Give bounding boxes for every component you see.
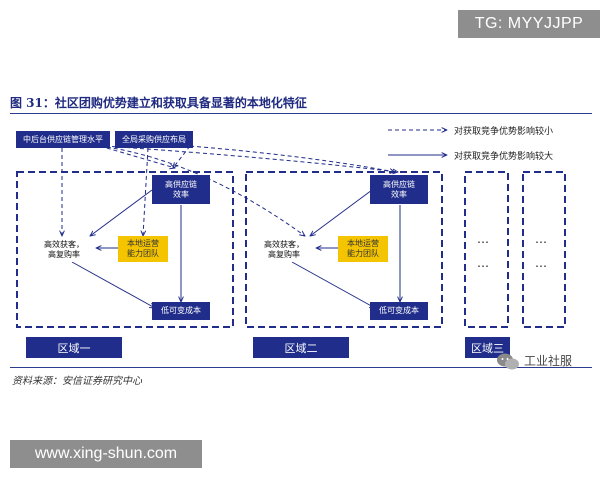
figure-title: 图 31：社区团购优势建立和获取具备显著的本地化特征 — [10, 96, 307, 110]
region-frame-4 — [522, 171, 566, 328]
region-frame-1 — [16, 171, 234, 328]
region4-ellipsis-1: … — [535, 232, 549, 246]
region-label-1: 区域一 — [26, 337, 122, 358]
region2-customer-acquisition: 高效获客， 高复购率 — [253, 237, 315, 262]
region-label-2: 区域二 — [253, 337, 349, 358]
factor-supply-chain-management: 中后台供应链管理水平 — [16, 131, 110, 148]
region2-low-variable-cost: 低可变成本 — [370, 302, 428, 320]
bottom-rule — [10, 367, 592, 368]
watermark-tg: TG: MYYJJPP — [458, 10, 600, 38]
region3-ellipsis-1: … — [477, 232, 491, 246]
wechat-icon — [497, 353, 519, 370]
dashed-influence-lines — [62, 145, 398, 236]
factor-global-procurement: 全局采购供应布局 — [115, 131, 193, 148]
source-note: 资料来源：安信证券研究中心 — [12, 376, 142, 387]
region-label-3: 区域三 — [465, 337, 510, 358]
region4-ellipsis-2: … — [535, 256, 549, 270]
legend-solid-label: 对获取竞争优势影响较大 — [454, 152, 554, 162]
region1-low-variable-cost: 低可变成本 — [152, 302, 210, 320]
region3-ellipsis-2: … — [477, 256, 491, 270]
wechat-account-label: 工业社服 — [524, 354, 573, 368]
region2-arrows — [291, 189, 400, 308]
region1-supply-efficiency: 高供应链 效率 — [152, 175, 210, 204]
title-rule — [10, 113, 592, 114]
region2-local-team: 本地运营 能力团队 — [338, 236, 388, 262]
legend-dashed-label: 对获取竞争优势影响较小 — [454, 127, 554, 137]
watermark-website: www.xing-shun.com — [10, 440, 202, 468]
region-frame-3 — [464, 171, 509, 328]
region2-supply-efficiency: 高供应链 效率 — [370, 175, 428, 204]
region1-arrows — [71, 189, 181, 308]
region1-local-team: 本地运营 能力团队 — [118, 236, 168, 262]
region1-customer-acquisition: 高效获客， 高复购率 — [33, 237, 95, 262]
